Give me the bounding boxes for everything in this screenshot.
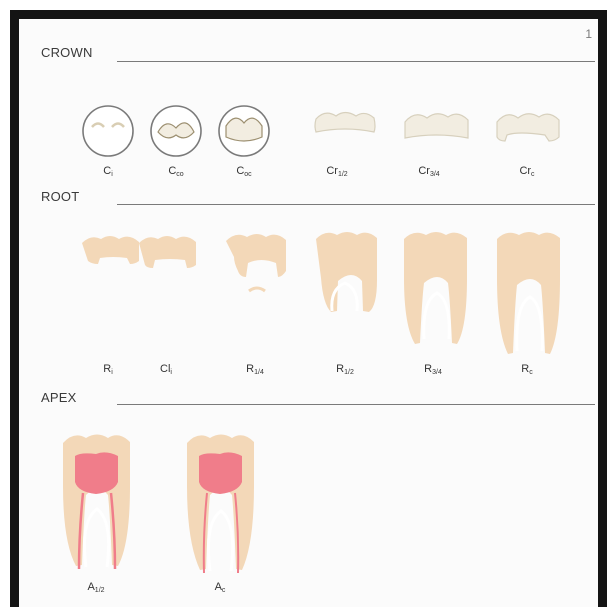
stage-label-rc: Rc (497, 363, 557, 376)
stage-label-coc: Coc (214, 165, 274, 178)
stage-label-r34: R3/4 (403, 363, 463, 376)
stage-label-cr12: Cr1/2 (307, 165, 367, 178)
stage-label-r14: R1/4 (225, 363, 285, 376)
section-rule-root (117, 204, 595, 205)
stage-ci-illustration (83, 106, 133, 156)
stage-ac-illustration (187, 435, 254, 574)
stage-cli-illustration (139, 236, 196, 268)
section-title-apex: APEX (41, 390, 76, 405)
stage-r12-illustration (316, 232, 377, 312)
diagram-frame: 1 CROWN (10, 10, 607, 607)
stage-ri-illustration (82, 236, 139, 264)
stage-coc-illustration (219, 106, 269, 156)
stage-label-crc: Crc (497, 165, 557, 178)
stage-r14-illustration (226, 234, 286, 291)
stage-rc-illustration (497, 232, 560, 354)
stage-label-ac: Ac (190, 581, 250, 594)
section-title-root: ROOT (41, 189, 79, 204)
stage-cr34-illustration (405, 114, 468, 138)
stage-label-r12: R1/2 (315, 363, 375, 376)
stage-cr12-illustration (315, 113, 375, 133)
stage-label-cli: Cli (136, 363, 196, 376)
stage-r34-illustration (404, 232, 467, 344)
stage-label-ci: Ci (78, 165, 138, 178)
stage-a12-illustration (63, 435, 130, 570)
tooth-stage-illustrations (19, 19, 598, 616)
stage-label-ri: Ri (78, 363, 138, 376)
stage-label-a12: A1/2 (66, 581, 126, 594)
stage-crc-illustration (497, 114, 559, 141)
stage-cco-illustration (151, 106, 201, 156)
stage-label-cco: Cco (146, 165, 206, 178)
section-rule-apex (117, 404, 595, 405)
stage-label-cr34: Cr3/4 (399, 165, 459, 178)
